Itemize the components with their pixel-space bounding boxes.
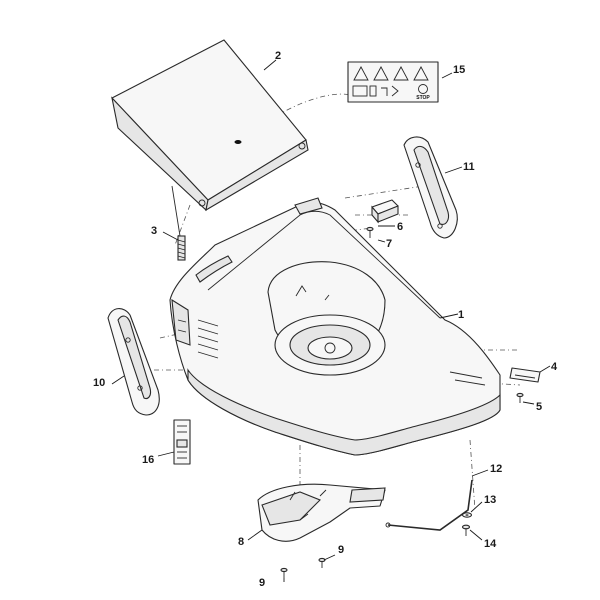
screw-5-part bbox=[516, 392, 524, 403]
left-side-cover-part bbox=[107, 308, 160, 416]
callout-9-right: 9 bbox=[338, 544, 344, 556]
spring-part bbox=[171, 185, 186, 261]
callout-10: 10 bbox=[93, 377, 105, 389]
callout-13: 13 bbox=[484, 494, 496, 506]
rear-flap-part bbox=[111, 39, 309, 212]
callout-6: 6 bbox=[397, 221, 403, 233]
callout-3: 3 bbox=[151, 225, 157, 237]
callout-15: 15 bbox=[453, 64, 465, 76]
callout-1: 1 bbox=[458, 309, 464, 321]
wire-rod-part bbox=[385, 479, 473, 531]
callout-9-left: 9 bbox=[259, 577, 265, 589]
lower-baffle-part bbox=[257, 483, 386, 542]
screw-14-part bbox=[461, 524, 471, 536]
screw-9-left-part bbox=[280, 567, 288, 578]
small-decal-part bbox=[173, 419, 191, 465]
callout-7: 7 bbox=[386, 238, 392, 250]
washer-part bbox=[461, 512, 473, 518]
callout-11: 11 bbox=[463, 161, 475, 173]
clip-part bbox=[371, 199, 399, 224]
screw-7-part bbox=[366, 226, 374, 238]
callout-16: 16 bbox=[142, 454, 154, 466]
mower-deck-part bbox=[169, 197, 501, 456]
leader-lines bbox=[111, 59, 551, 582]
callout-14: 14 bbox=[484, 538, 497, 550]
warning-decal-part: STOP bbox=[347, 61, 439, 103]
right-side-cover-part bbox=[403, 136, 458, 239]
label-strip-part bbox=[509, 367, 541, 383]
deck-side-vents bbox=[197, 319, 219, 359]
decal-stop-text: STOP bbox=[416, 95, 430, 101]
callout-5: 5 bbox=[536, 401, 542, 413]
callout-4: 4 bbox=[551, 361, 558, 373]
callout-12: 12 bbox=[490, 463, 502, 475]
callout-numbers: 1 2 3 4 5 6 7 8 9 9 10 11 12 13 14 15 16 bbox=[93, 50, 558, 589]
callout-8: 8 bbox=[238, 536, 244, 548]
callout-2: 2 bbox=[275, 50, 281, 62]
